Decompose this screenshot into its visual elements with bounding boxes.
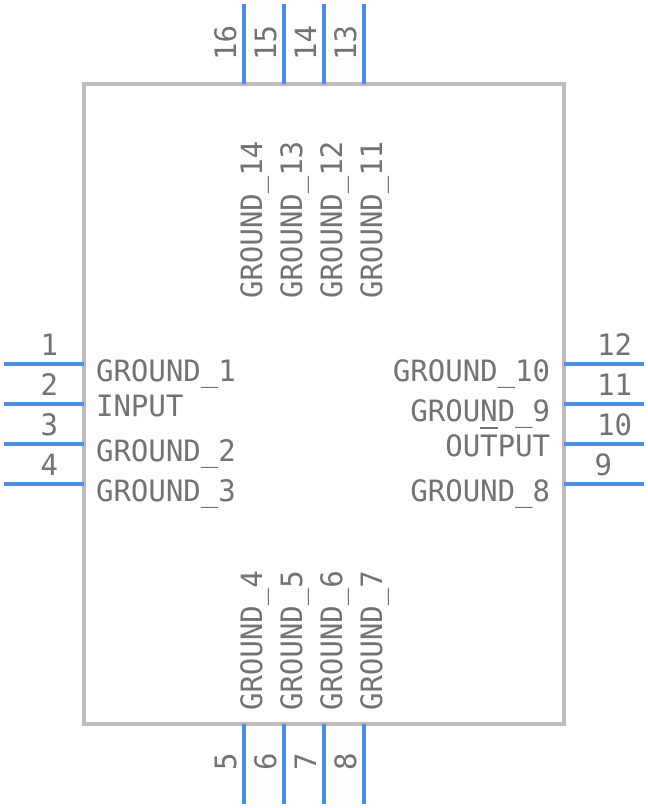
pin-15-name: GROUND_13 [275,141,310,298]
component-body [82,82,566,726]
pin-9-number: 9 [595,448,612,482]
pin-2-number: 2 [41,368,58,402]
pin-14-number: 14 [289,25,323,60]
pin-13-name: GROUND_11 [355,141,390,298]
pin-1-number: 1 [41,328,58,362]
pin-11-number: 11 [597,368,632,402]
pin-14-name: GROUND_12 [315,141,350,298]
pin-7-number: 7 [289,753,323,770]
pin-2-name: INPUT [96,389,183,423]
pin-4-name: GROUND_3 [96,474,236,509]
pin-10-name: OUTPUT [445,429,550,463]
pin-12-number: 12 [597,328,632,362]
pin-10-number: 10 [597,408,632,442]
pin-6-number: 6 [249,753,283,770]
pin-3-number: 3 [41,408,58,442]
pin-9-name: GROUND_8 [410,474,550,509]
pin-5-number: 5 [209,753,243,770]
pin-11-name: GROUND_9 [410,394,550,429]
pin-16-number: 16 [209,25,243,60]
pin-4-number: 4 [41,448,58,482]
pin-1-name: GROUND_1 [96,354,236,389]
pin-8-name: GROUND_7 [355,570,390,710]
pin-13-number: 13 [329,25,363,60]
pin-5-name: GROUND_4 [235,570,270,710]
pin-16-name: GROUND_14 [235,141,270,298]
pin-3-name: GROUND_2 [96,434,236,469]
pin-15-number: 15 [249,25,283,60]
pin-8-number: 8 [329,753,363,770]
pin-6-name: GROUND_5 [275,570,310,710]
pin-12-name: GROUND_10 [393,354,550,389]
pin-7-name: GROUND_6 [315,570,350,710]
